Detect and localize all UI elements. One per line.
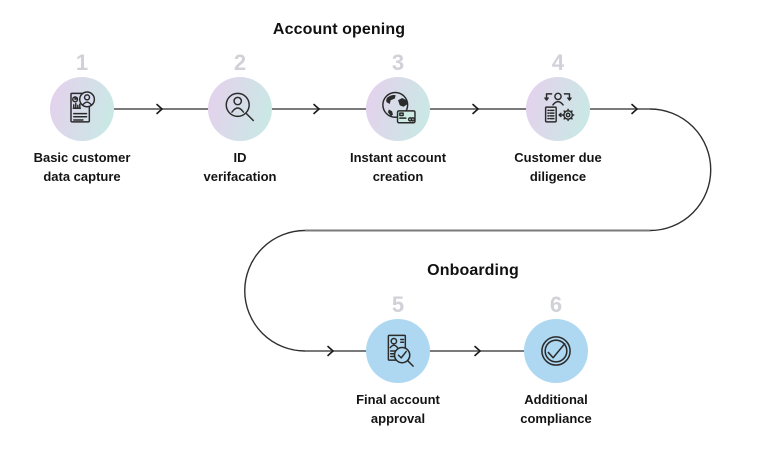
step-label: Customer due diligence bbox=[514, 150, 602, 184]
section-title-account-opening: Account opening bbox=[272, 21, 406, 38]
globe-card-icon bbox=[382, 91, 416, 124]
step-circle bbox=[366, 319, 430, 383]
step-label: Additional compliance bbox=[520, 392, 592, 426]
arrow-chevron bbox=[313, 103, 320, 115]
step-6-additional-compliance: 6 Additional compliance bbox=[486, 293, 626, 428]
circle-check-icon bbox=[541, 336, 571, 366]
step-3-instant-account-creation: 3 Instant account creation bbox=[328, 51, 468, 186]
section-title-onboarding: Onboarding bbox=[427, 262, 519, 279]
step-4-customer-due-diligence: 4 Customer due diligence bbox=[488, 51, 628, 186]
person-document-gear-icon bbox=[544, 92, 575, 123]
step-label: Instant account creation bbox=[349, 150, 447, 184]
step-number: 4 bbox=[551, 50, 565, 75]
step-circle bbox=[50, 77, 114, 141]
arrow-chevron bbox=[472, 103, 479, 115]
step-number: 3 bbox=[391, 50, 405, 75]
step-circle bbox=[208, 77, 272, 141]
arrow-chevron bbox=[156, 103, 163, 115]
step-label: Final account approval bbox=[356, 392, 440, 426]
step-1-basic-customer-data-capture: 1 Basic customer data capture bbox=[12, 51, 152, 186]
arrow-chevron bbox=[327, 345, 334, 357]
step-label: Basic customer data capture bbox=[33, 150, 131, 184]
step-2-id-verifacation: 2 ID verifacation bbox=[170, 51, 310, 186]
step-circle bbox=[524, 319, 588, 383]
arrow-chevron bbox=[474, 345, 481, 357]
step-number: 6 bbox=[549, 292, 563, 317]
step-number: 5 bbox=[391, 292, 405, 317]
step-circle bbox=[366, 77, 430, 141]
document-person-icon bbox=[70, 91, 96, 123]
step-5-final-account-approval: 5 Final account approval bbox=[328, 293, 468, 428]
arrow-chevron bbox=[631, 103, 638, 115]
step-number: 1 bbox=[75, 50, 89, 75]
document-magnifier-check-icon bbox=[387, 334, 414, 367]
step-circle bbox=[526, 77, 590, 141]
step-label: ID verifacation bbox=[203, 150, 277, 184]
magnifier-person-icon bbox=[225, 92, 255, 122]
step-number: 2 bbox=[233, 50, 247, 75]
